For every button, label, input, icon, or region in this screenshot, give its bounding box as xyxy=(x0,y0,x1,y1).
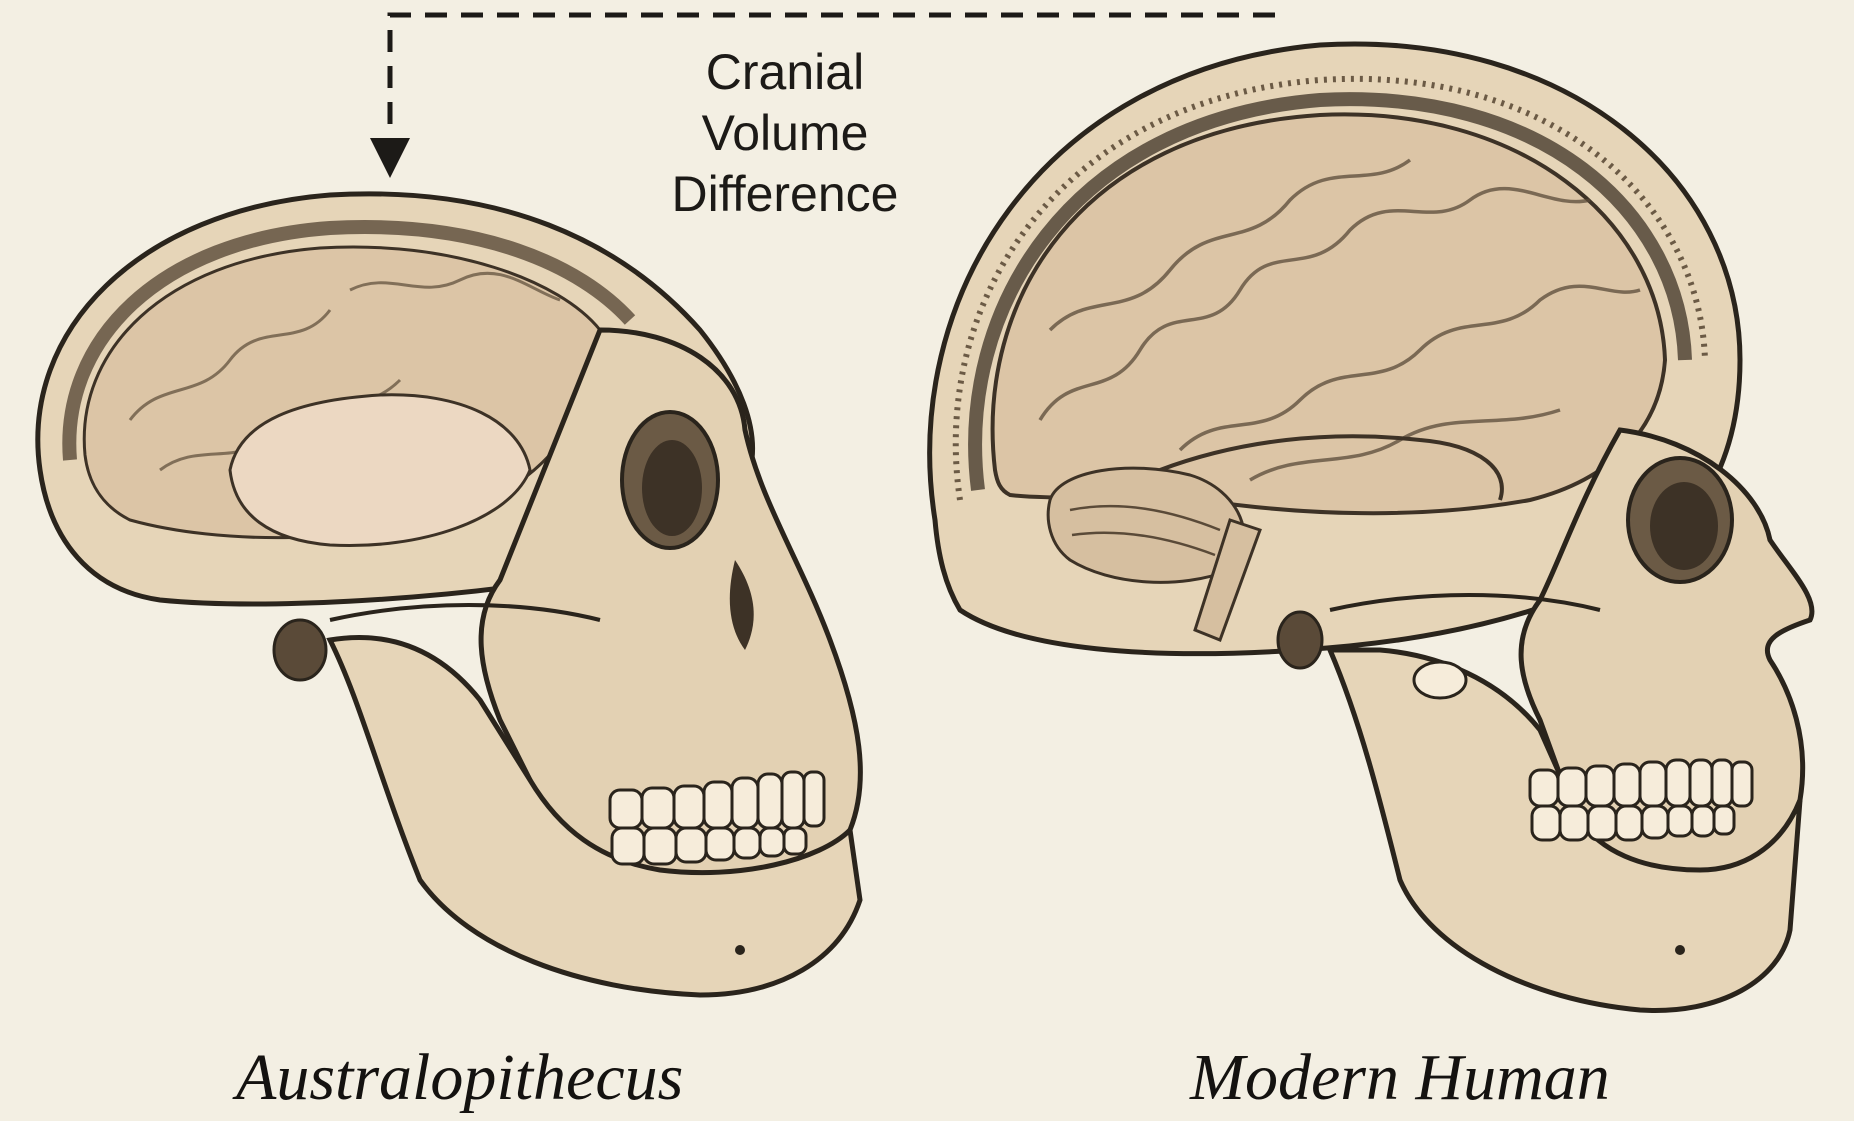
cranial-volume-annotation: Cranial Volume Difference xyxy=(620,42,950,225)
annotation-line-1: Cranial xyxy=(620,42,950,103)
annotation-line-2: Volume xyxy=(620,103,950,164)
modern-human-label: Modern Human xyxy=(1190,1040,1610,1116)
australopithecus-skull xyxy=(38,194,861,995)
annotation-line-3: Difference xyxy=(620,164,950,225)
modern-human-teeth xyxy=(1530,760,1752,840)
australopithecus-label: Australopithecus xyxy=(236,1040,683,1116)
modern-human-skull xyxy=(930,44,1812,1011)
